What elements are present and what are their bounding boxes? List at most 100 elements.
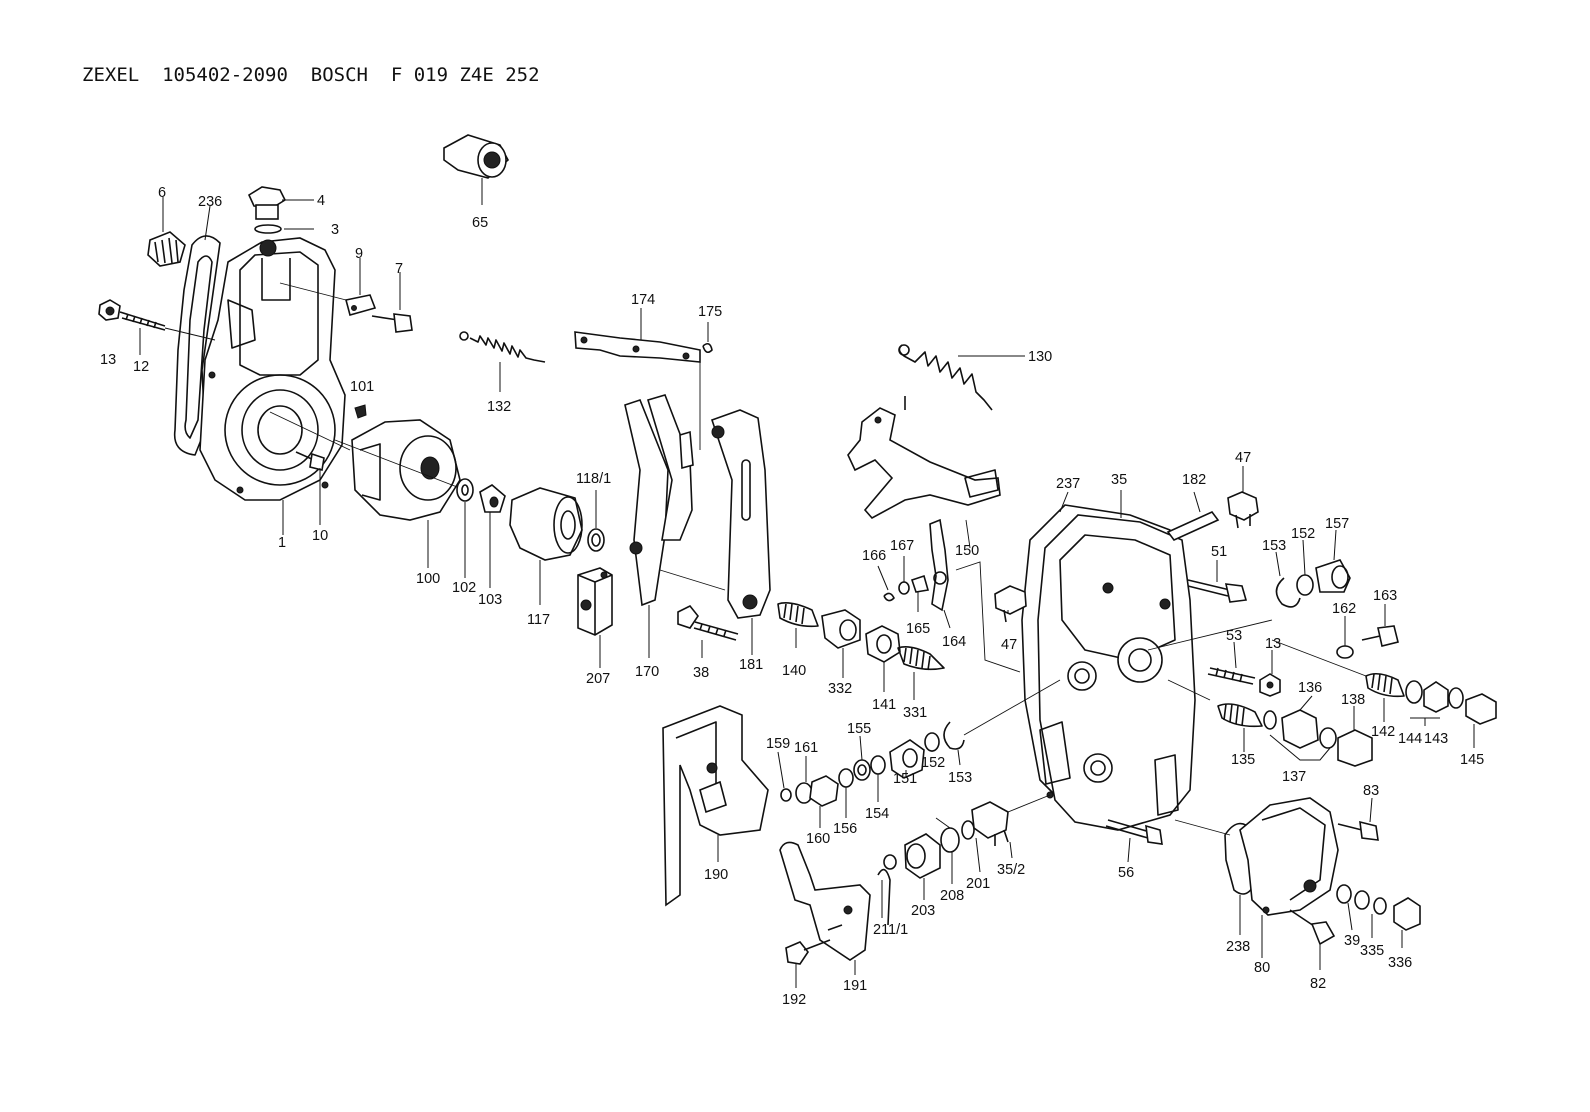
callout-181: 181 (739, 657, 763, 673)
callout-203: 203 (911, 903, 935, 919)
part-170-lever (624, 362, 726, 658)
callout-47-left: 47 (1001, 637, 1017, 653)
part-65-nut (443, 134, 510, 205)
part-13-nut (98, 299, 121, 321)
callout-103: 103 (478, 592, 502, 608)
callout-7: 7 (395, 261, 403, 277)
part-51-screw (1187, 560, 1248, 603)
callout-335: 335 (1360, 943, 1384, 959)
part-83-screw (1337, 797, 1379, 841)
callout-331: 331 (903, 705, 927, 721)
part-117-sleeve (509, 487, 583, 605)
callout-13-right: 13 (1265, 636, 1281, 652)
callout-182: 182 (1182, 472, 1206, 488)
part-141-nut (865, 625, 901, 692)
part-181-lever (710, 409, 771, 655)
callout-35-2: 35/2 (997, 862, 1025, 878)
callout-6: 6 (158, 185, 166, 201)
part-143-nut (1410, 681, 1464, 726)
part-132-spring (459, 331, 546, 392)
part-144-washer (1405, 680, 1423, 704)
part-35-2-plug (971, 794, 1051, 859)
callout-101: 101 (350, 379, 374, 395)
part-1-governor-housing (199, 237, 346, 535)
part-156-washer (838, 768, 854, 818)
part-102-washer (456, 478, 474, 578)
part-118-1-ring (587, 490, 605, 552)
part-155-ring (853, 735, 871, 781)
part-208-ring (935, 817, 960, 884)
part-152-ring-mid (924, 732, 940, 752)
part-163-bolt (1361, 604, 1399, 647)
callout-167: 167 (890, 538, 914, 554)
callout-190: 190 (704, 867, 728, 883)
part-138-cap (1337, 706, 1373, 767)
part-130-spring (898, 344, 1025, 411)
callout-3: 3 (331, 222, 339, 238)
callout-151: 151 (893, 771, 917, 787)
callout-83: 83 (1363, 783, 1379, 799)
part-47-plug-top (1227, 466, 1259, 529)
callout-136: 136 (1298, 680, 1322, 696)
callout-102: 102 (452, 580, 476, 596)
part-136-nut (1263, 695, 1319, 749)
part-331-screw (897, 646, 945, 700)
part-207-block (577, 567, 613, 668)
assembly-axis (269, 411, 351, 451)
callout-165: 165 (906, 621, 930, 637)
callout-236: 236 (198, 194, 222, 210)
part-12-stud (119, 311, 216, 355)
callout-13: 13 (100, 352, 116, 368)
part-167-washer (898, 556, 910, 595)
callout-332: 332 (828, 681, 852, 697)
callout-35: 35 (1111, 472, 1127, 488)
callout-154: 154 (865, 806, 889, 822)
callout-155: 155 (847, 721, 871, 737)
part-35-governor-cover (1037, 490, 1196, 831)
callout-237: 237 (1056, 476, 1080, 492)
callout-201: 201 (966, 876, 990, 892)
part-38-bolt (677, 604, 739, 658)
part-82-bolt (1289, 909, 1336, 970)
callout-211-1: 211/1 (873, 922, 908, 938)
callout-192: 192 (782, 992, 806, 1008)
callout-47-top: 47 (1235, 450, 1251, 466)
callout-142: 142 (1371, 724, 1395, 740)
part-47-plug-left (994, 585, 1027, 623)
callout-153-top: 153 (1262, 538, 1286, 554)
part-165-pin (910, 574, 930, 612)
callout-51: 51 (1211, 544, 1227, 560)
callout-53: 53 (1226, 628, 1242, 644)
part-152-ring-top (1296, 539, 1314, 596)
callout-159: 159 (766, 736, 790, 752)
callout-100: 100 (416, 571, 440, 587)
part-335-washer (1354, 890, 1387, 938)
part-6-fitting (147, 197, 186, 267)
part-151-bush (889, 739, 925, 779)
callout-4: 4 (317, 193, 325, 209)
callout-56: 56 (1118, 865, 1134, 881)
callout-152-mid: 152 (921, 755, 945, 771)
part-10-screw (295, 451, 325, 525)
part-80-cover (1174, 797, 1339, 958)
callout-164: 164 (942, 634, 966, 650)
part-154-washer (870, 755, 886, 802)
part-9-bracket (279, 258, 377, 316)
part-150-pin (955, 519, 1021, 673)
part-192-bolt (785, 939, 831, 988)
callout-208: 208 (940, 888, 964, 904)
part-53-screw (1207, 641, 1256, 685)
callout-163: 163 (1373, 588, 1397, 604)
callout-162: 162 (1332, 601, 1356, 617)
part-166-clip (877, 565, 895, 602)
part-162-washer (1336, 616, 1354, 659)
callout-12: 12 (133, 359, 149, 375)
callout-118-1: 118/1 (576, 471, 611, 487)
callout-161: 161 (794, 740, 818, 756)
part-157-plug (1315, 529, 1351, 593)
callout-170: 170 (635, 664, 659, 680)
callout-82: 82 (1310, 976, 1326, 992)
part-142-screw (1271, 639, 1405, 722)
part-145-cap (1465, 693, 1497, 748)
